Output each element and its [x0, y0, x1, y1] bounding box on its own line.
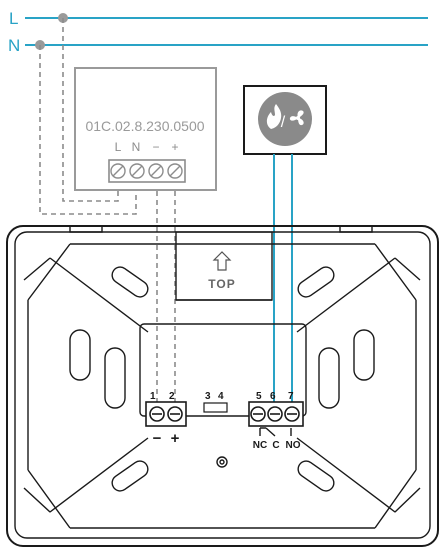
- screw-slot: [112, 165, 124, 177]
- screw-slot: [131, 165, 143, 177]
- relay-switch-symbol: [259, 427, 292, 437]
- module-terminal-block: [108, 159, 186, 183]
- module-terminal-plus: +: [171, 140, 178, 154]
- wire-neutral-to-module: [39, 45, 137, 215]
- power-module-code: 01C.02.8.230.0500: [85, 118, 204, 134]
- terminal-number-5: 5: [256, 391, 262, 402]
- top-label: TOP: [208, 277, 235, 291]
- icon-separator: /: [281, 114, 286, 131]
- backplate-outer: [6, 225, 439, 547]
- terminal-block-power: 1 2 − +: [145, 391, 187, 447]
- center-opening: [139, 323, 307, 417]
- module-screws: [110, 163, 183, 179]
- heating-device: /: [243, 85, 327, 155]
- backplate-ribs: [23, 257, 421, 513]
- mount-slot-bl: [111, 460, 149, 492]
- keyhole-left-2: [104, 347, 126, 409]
- terminal-block-relay: 5 6 7 NC C NO: [248, 391, 304, 451]
- relay-wires: [273, 154, 293, 403]
- fan-blade: [297, 110, 304, 118]
- device-icon-bg: [258, 92, 312, 146]
- bottom-screw-hole-inner: [219, 459, 225, 465]
- flame-fan-icon: /: [266, 104, 304, 131]
- dashed-wires: [39, 18, 176, 402]
- relay-label-no: NO: [286, 440, 301, 451]
- backplate: [6, 225, 439, 547]
- top-hook-left: [69, 226, 103, 233]
- module-terminal-L: L: [115, 140, 122, 154]
- mount-slot-tr: [297, 266, 335, 298]
- keyhole-right-1: [353, 329, 375, 381]
- module-terminal-minus: −: [152, 140, 159, 154]
- terminal-block-aux: 3 4: [203, 391, 228, 413]
- keyhole-right-2: [318, 347, 340, 409]
- live-label: L: [9, 9, 18, 28]
- relay-label-nc: NC: [253, 440, 267, 451]
- backplate-frame: [27, 243, 417, 529]
- terminal-number-4: 4: [218, 391, 224, 402]
- bottom-screw-hole: [216, 456, 228, 468]
- top-arrow-icon: [212, 251, 232, 271]
- terminal-number-1: 1: [150, 391, 156, 402]
- fan-icon: [289, 110, 304, 126]
- polarity-minus: −: [153, 430, 162, 447]
- keyhole-left-1: [69, 329, 91, 381]
- relay-label-c: C: [272, 440, 279, 451]
- flame-icon: [266, 104, 282, 129]
- supply-lines: L N: [8, 9, 428, 55]
- fan-blade: [298, 118, 304, 126]
- screw-slot: [169, 165, 181, 177]
- terminal-number-3: 3: [205, 391, 211, 402]
- aux-connector: [203, 402, 228, 413]
- module-terminal-N: N: [132, 140, 141, 154]
- top-hook-right: [339, 226, 373, 233]
- polarity-plus: +: [171, 430, 180, 447]
- terminal-number-7: 7: [288, 391, 294, 402]
- neutral-label: N: [8, 36, 20, 55]
- wire-live-to-module: [62, 18, 119, 202]
- mount-slot-tl: [111, 266, 149, 298]
- fan-blade: [289, 116, 298, 121]
- screw-slot: [150, 165, 162, 177]
- terminal-number-6: 6: [270, 391, 276, 402]
- terminal-number-2: 2: [169, 391, 175, 402]
- mount-slot-br: [297, 460, 335, 492]
- top-marker: TOP: [208, 251, 235, 291]
- power-module: 01C.02.8.230.0500 L N − +: [74, 67, 217, 191]
